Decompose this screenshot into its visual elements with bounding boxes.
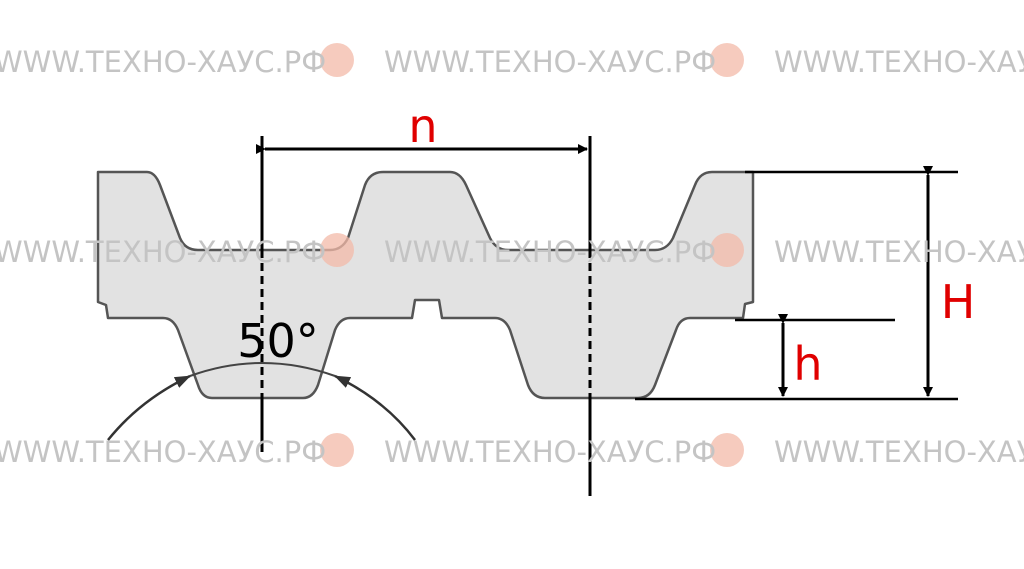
- total-height-label: H: [941, 275, 976, 329]
- watermark-logo-icon: [710, 233, 744, 267]
- tooth-height-label: h: [793, 337, 822, 391]
- watermark-text: WWW.ТЕХНО-ХАУС.РФ: [384, 435, 716, 469]
- watermark-logo-icon: [710, 433, 744, 467]
- watermark-logo-icon: [710, 43, 744, 77]
- watermark-text: WWW.ТЕХНО-ХАУС.РФ: [0, 45, 326, 79]
- angle-arc: [189, 362, 336, 377]
- watermark-text: WWW.ТЕХНО-ХАУС.РФ: [774, 435, 1024, 469]
- watermark-text: WWW.ТЕХНО-ХАУС.РФ: [0, 235, 326, 269]
- watermark-text: WWW.ТЕХНО-ХАУС.РФ: [774, 235, 1024, 269]
- angle-arrow-right: [334, 374, 416, 441]
- pitch-label: n: [408, 99, 437, 153]
- watermark-logo-icon: [320, 433, 354, 467]
- watermark-logo-icon: [320, 43, 354, 77]
- watermark-logo-icon: [320, 233, 354, 267]
- angle-arrow-left: [107, 374, 191, 441]
- watermark-text: WWW.ТЕХНО-ХАУС.РФ: [384, 45, 716, 79]
- watermark-text: WWW.ТЕХНО-ХАУС.РФ: [384, 235, 716, 269]
- belt-profile: [96, 170, 755, 400]
- watermark-text: WWW.ТЕХНО-ХАУС.РФ: [774, 45, 1024, 79]
- watermark-text: WWW.ТЕХНО-ХАУС.РФ: [0, 435, 326, 469]
- angle-label: 50°: [237, 314, 319, 368]
- watermark-layer: WWW.ТЕХНО-ХАУС.РФ WWW.ТЕХНО-ХАУС.РФ WWW.ТЕ…: [0, 43, 1024, 469]
